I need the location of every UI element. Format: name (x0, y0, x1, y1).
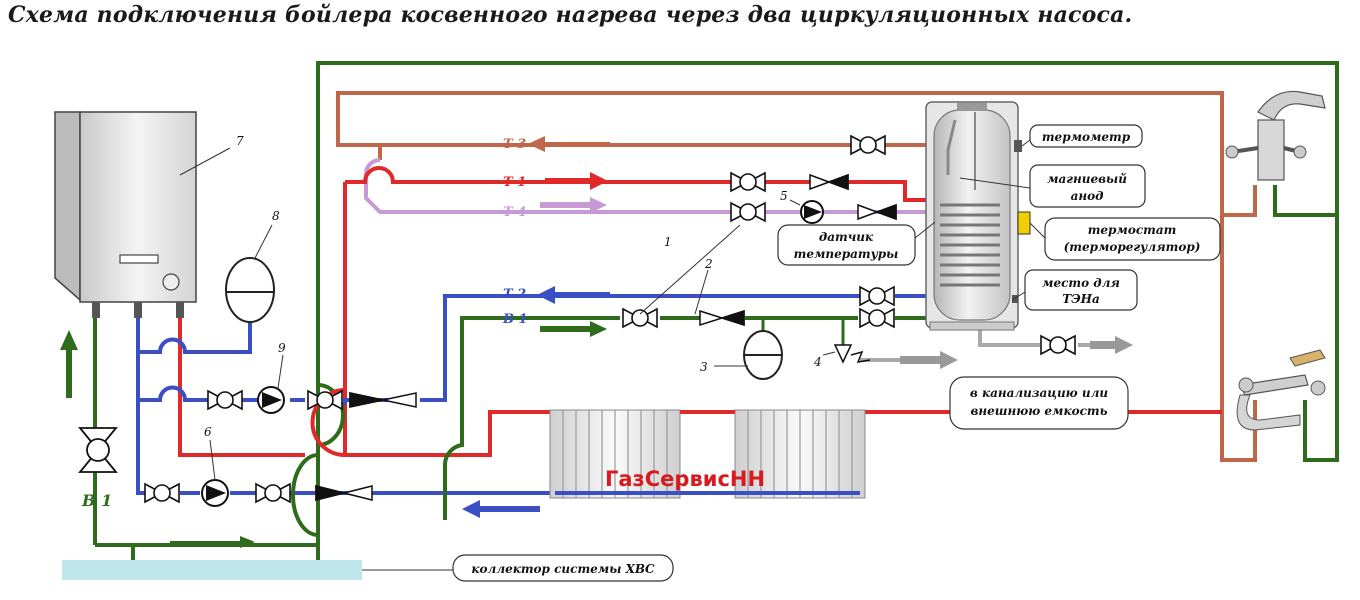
diagram-title: Схема подключения бойлера косвенного наг… (8, 2, 1133, 28)
valve-drain (1040, 334, 1076, 356)
bath-mixer (1236, 349, 1326, 431)
number-6: 6 (204, 425, 212, 439)
callout-heater (1024, 269, 1138, 311)
valve-bottom-2 (255, 482, 291, 504)
cold-water-collector (62, 560, 362, 580)
radiator-1 (549, 409, 681, 499)
valve-t4 (730, 201, 766, 223)
expansion-tank-8 (225, 257, 275, 323)
green-bottom-faucet (1303, 215, 1339, 462)
watermark: ГазСервисНН (605, 467, 765, 491)
valve-return-1 (207, 389, 243, 411)
text-heater-1: место для (1042, 276, 1120, 290)
arrow-return-bottom (462, 500, 540, 518)
label-b1-left: В 1 (81, 491, 112, 510)
text-sensor-1: датчик (819, 230, 874, 244)
green-arrow-bottom (170, 536, 255, 548)
valve-t2-tank (859, 285, 895, 307)
number-9: 9 (278, 341, 286, 355)
text-heater-2: ТЭНа (1062, 292, 1100, 306)
text-collector: коллектор системы ХВС (471, 562, 655, 576)
pump-5 (800, 200, 824, 224)
check-valves (315, 173, 897, 501)
pump-9 (257, 386, 285, 414)
label-t2: Т 2 (503, 287, 526, 302)
callout-thermostat (1044, 217, 1221, 261)
green-arrow-up (60, 330, 78, 398)
radiator-2 (734, 409, 866, 499)
text-thermostat-1: термостат (1088, 223, 1177, 237)
number-1: 1 (664, 235, 672, 249)
green-b1-line (442, 316, 935, 520)
blue-return-bottom (136, 400, 555, 495)
blue-expansion-branch (136, 315, 252, 354)
arrow-b1 (540, 321, 607, 337)
arrow-t1 (545, 172, 608, 190)
valve-t1 (730, 171, 766, 193)
valve-b1-1 (622, 307, 658, 329)
valve-t3 (850, 134, 886, 156)
label-t1: Т 1 (503, 175, 526, 190)
callout-collector (452, 554, 674, 582)
gas-boiler (54, 111, 197, 318)
callout-leaders (209, 139, 1046, 571)
indirect-water-heater (925, 101, 1031, 331)
valve-cold-feed (78, 427, 118, 473)
red-boiler-out (178, 318, 305, 457)
text-thermometer: термометр (1042, 130, 1131, 144)
number-2: 2 (704, 257, 713, 271)
grey-arrow-2 (1090, 336, 1133, 354)
valve-bottom-1 (144, 482, 180, 504)
label-t3: Т 3 (503, 137, 526, 152)
number-3: 3 (700, 360, 708, 374)
callout-anode (1029, 164, 1146, 208)
leader-7 (179, 147, 231, 176)
safety-valve-4 (833, 344, 871, 364)
grey-arrow-1 (900, 351, 958, 369)
valves (78, 134, 1076, 504)
arrow-t3 (528, 136, 610, 152)
text-thermostat-2: (терморегулятор) (1064, 240, 1201, 254)
valve-b1-tank (859, 307, 895, 329)
leader-8 (254, 224, 273, 259)
arc-green-2 (291, 453, 319, 537)
label-b1-top: В 1 (502, 312, 528, 327)
label-t4: Т 4 (503, 205, 526, 220)
red-t1-line (345, 166, 935, 202)
kitchen-faucet (1225, 90, 1326, 181)
callout-thermometer (1029, 124, 1143, 148)
arrow-t2 (537, 286, 610, 304)
text-anode-1: магниевый (1047, 172, 1127, 186)
arrow-t4 (540, 197, 607, 213)
arc-green-1 (317, 383, 345, 447)
text-drain-1: в канализацию или (970, 386, 1108, 400)
arc-red (310, 388, 346, 457)
callout-drain (949, 376, 1129, 430)
blue-return-lower (136, 318, 305, 402)
number-4: 4 (813, 355, 822, 369)
valve-return-2 (307, 389, 343, 411)
copper-faucet-top (1222, 185, 1257, 217)
text-drain-2: внешнюю емкость (970, 404, 1107, 418)
number-7: 7 (236, 134, 244, 148)
number-8: 8 (272, 209, 280, 223)
expansion-tank-3 (743, 330, 783, 380)
callout-sensor (777, 224, 916, 266)
pipe-labels: Т 3 Т 1 Т 4 Т 2 В 1 В 1 (81, 137, 528, 510)
text-sensor-2: температуры (794, 247, 899, 261)
lilac-t4-line (364, 158, 935, 214)
number-5: 5 (780, 189, 788, 203)
component-numbers: 1 2 3 4 5 6 7 8 9 (204, 134, 822, 439)
green-cold-main (316, 61, 1339, 545)
pump-6 (201, 479, 229, 507)
callout-texts: термометр магниевый анод термостат (терм… (471, 130, 1200, 576)
text-anode-2: анод (1071, 189, 1104, 203)
